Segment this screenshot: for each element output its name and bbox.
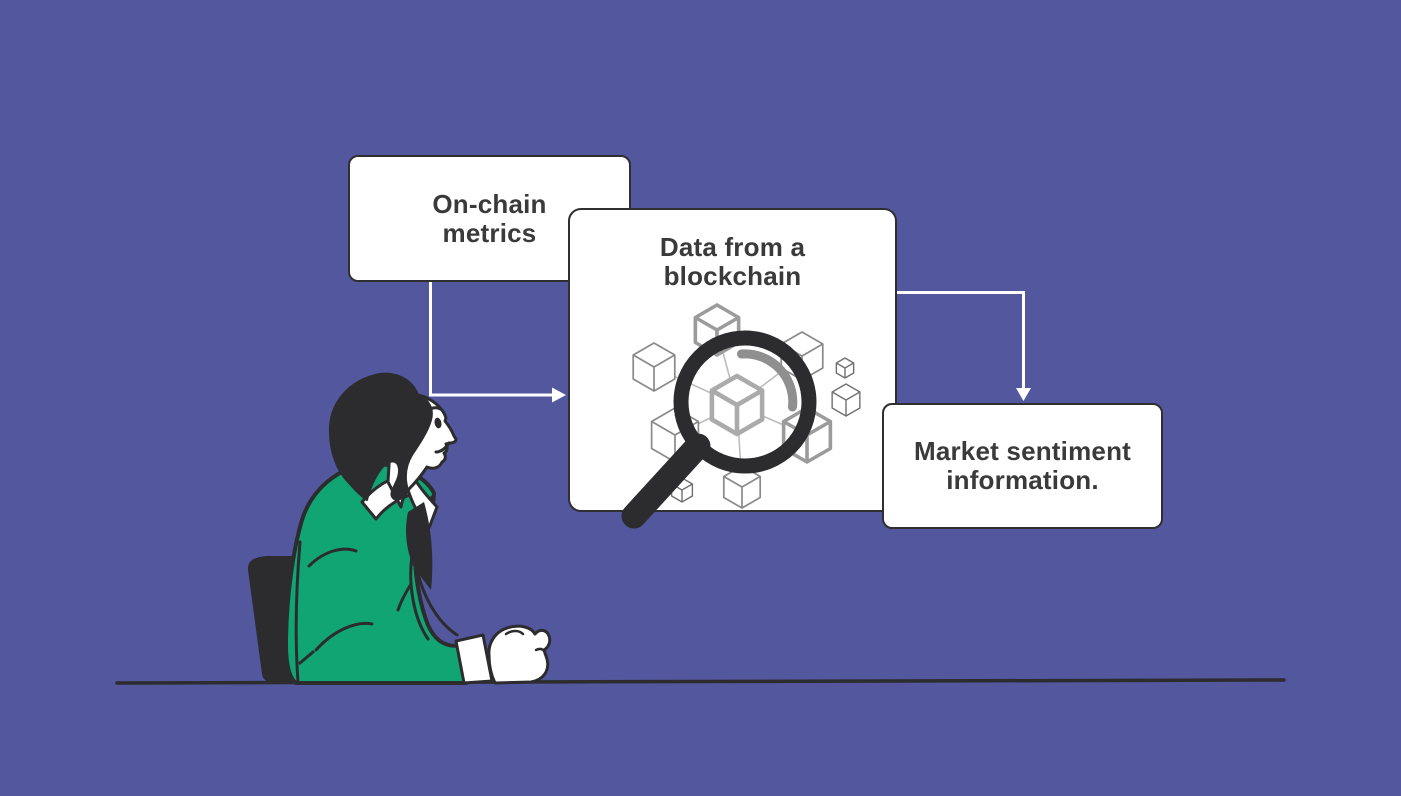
lens-highlight bbox=[737, 349, 798, 412]
node-label-line: On-chain bbox=[432, 188, 547, 219]
jacket-wrinkle bbox=[307, 547, 358, 568]
blockchain-magnifier-illustration bbox=[570, 210, 899, 529]
magnifier-ring bbox=[673, 330, 817, 474]
flow-node-market-sentiment-information: Market sentiment information. bbox=[882, 403, 1163, 529]
arrow-data-to-sentiment bbox=[897, 291, 1025, 388]
cube-connector-lines bbox=[653, 329, 808, 488]
magnifier-handle bbox=[621, 433, 711, 529]
flow-node-data-from-a-blockchain: Data from a blockchain bbox=[568, 208, 899, 529]
shirt-cuff bbox=[454, 633, 494, 685]
hand-fist bbox=[487, 624, 552, 685]
tie bbox=[406, 502, 433, 590]
node-label-line: metrics bbox=[442, 217, 537, 248]
node-label-line: Market sentiment bbox=[913, 436, 1132, 466]
smile bbox=[434, 441, 451, 454]
hair bbox=[328, 372, 433, 501]
node-label-line: Data from a bbox=[659, 232, 806, 262]
eye bbox=[434, 417, 442, 429]
hand-details bbox=[504, 629, 547, 654]
jacket-wrinkle bbox=[298, 650, 315, 665]
jacket-wrinkle bbox=[314, 621, 374, 652]
arrowhead-down-icon bbox=[1016, 388, 1031, 401]
arrow-onchain-to-data bbox=[429, 282, 552, 397]
jacket-back-seam bbox=[294, 540, 302, 684]
node-label-line: blockchain bbox=[663, 261, 802, 291]
node-label-line: information. bbox=[946, 465, 1099, 495]
jacket-lapel-notch bbox=[396, 582, 413, 612]
flow-node-on-chain-metrics: On-chain metrics bbox=[348, 155, 631, 282]
shirt-front bbox=[405, 476, 439, 530]
arrowhead-right-icon bbox=[552, 387, 566, 403]
magnifier-icon bbox=[621, 330, 817, 529]
